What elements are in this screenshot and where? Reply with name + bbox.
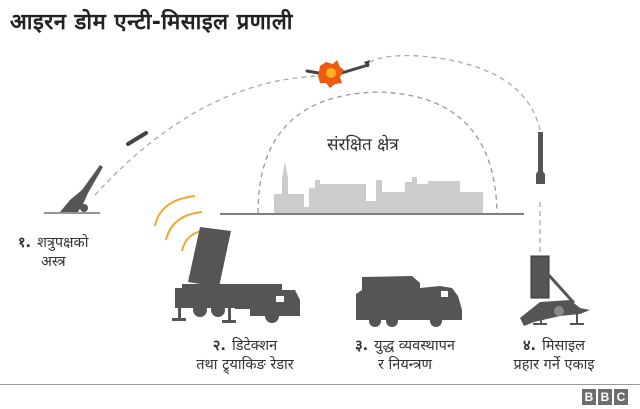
- enemy-trajectory: [94, 75, 321, 196]
- missile-launcher-icon: [520, 255, 590, 326]
- page-title: आइरन डोम एन्टी-मिसाइल प्रणाली: [10, 10, 293, 35]
- interceptor-trajectory: [369, 54, 541, 252]
- component-label-enemy-weapon: १.शत्रुपक्षको अस्त्र: [18, 235, 89, 270]
- protected-dome: [257, 91, 498, 214]
- component-label-radar: २.डिटेक्शन तथा ट्र्याकिङ रेडार: [196, 338, 294, 373]
- component-label-missile-launcher: ४.मिसाइल प्रहार गर्ने एकाइ: [513, 338, 595, 373]
- enemy-rocket-icon: [126, 131, 148, 146]
- protected-zone-label: संरक्षित क्षेत्र: [327, 135, 399, 155]
- interception-explosion-icon: [305, 60, 370, 88]
- component-label-battle-management: ३.युद्ध व्यवस्थापन र नियन्त्रण: [355, 338, 455, 373]
- enemy-artillery-icon: [44, 165, 103, 214]
- bbc-logo: B B C: [582, 389, 628, 405]
- interceptor-missile-icon: [536, 132, 545, 184]
- control-truck-icon: [356, 276, 462, 327]
- radar-truck-icon: [172, 227, 300, 323]
- city-skyline-icon: [274, 162, 483, 213]
- footer-divider: [0, 384, 640, 385]
